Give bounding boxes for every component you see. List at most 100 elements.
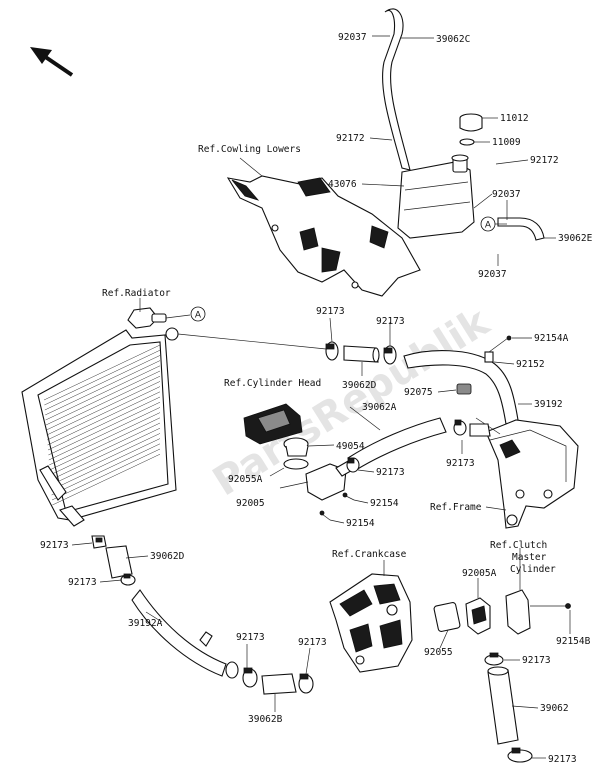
overflow-hose-39062e bbox=[497, 217, 545, 241]
label-39062d-a: 39062D bbox=[342, 380, 377, 391]
radiator-fin-line bbox=[45, 360, 161, 416]
frame-section bbox=[485, 419, 579, 529]
radiator-fin-line bbox=[44, 349, 161, 406]
ref-cowling-lowers: Ref.Cowling Lowers bbox=[198, 144, 301, 155]
hose-39062a bbox=[347, 417, 447, 471]
seal-11009 bbox=[459, 138, 475, 146]
label-92055: 92055 bbox=[424, 647, 453, 658]
radiator-fin-line bbox=[51, 438, 161, 491]
label-39062d-b: 39062D bbox=[150, 551, 185, 562]
radiator-fin-line bbox=[48, 407, 161, 461]
label-92154b: 92154B bbox=[556, 636, 591, 647]
bolt-92154 bbox=[319, 492, 355, 521]
ref-cylinder-head: Ref.Cylinder Head bbox=[224, 378, 321, 389]
hose-39062d-upper bbox=[343, 345, 380, 363]
hose-39062 bbox=[487, 666, 519, 745]
label-39062e: 39062E bbox=[558, 233, 593, 244]
clamp-92173-bottom-b bbox=[242, 667, 258, 688]
label-92154a: 92154A bbox=[534, 333, 569, 344]
label-92173-c: 92173 bbox=[446, 458, 475, 469]
radiator-fin-line bbox=[51, 443, 161, 496]
label-92154-a: 92154 bbox=[370, 498, 399, 509]
tank-cap-11012 bbox=[459, 113, 483, 132]
connector-a-radiator: A bbox=[190, 306, 206, 322]
connector-a-upper: A bbox=[480, 216, 496, 232]
radiator-fin-line bbox=[44, 355, 161, 411]
label-92152: 92152 bbox=[516, 359, 545, 370]
label-92173-b: 92173 bbox=[376, 316, 405, 327]
label-43076: 43076 bbox=[328, 179, 357, 190]
ref-clutch-line2: Master bbox=[512, 552, 547, 563]
leader-lines bbox=[71, 35, 571, 759]
fitting-92005a bbox=[465, 597, 491, 635]
label-11012: 11012 bbox=[500, 113, 529, 124]
label-39062a: 39062A bbox=[362, 402, 397, 413]
radiator-fin-line bbox=[46, 375, 161, 431]
radiator-fins bbox=[43, 344, 161, 506]
radiator-fin-line bbox=[50, 433, 161, 486]
label-11009: 11009 bbox=[492, 137, 521, 148]
o-ring-92055a bbox=[283, 458, 309, 470]
radiator-fin-line bbox=[45, 370, 161, 426]
label-49054: 49054 bbox=[336, 441, 365, 452]
clamp-92173-radiator-out bbox=[91, 535, 107, 549]
label-92173-f: 92173 bbox=[68, 577, 97, 588]
label-92173-e: 92173 bbox=[40, 540, 69, 551]
ref-frame: Ref.Frame bbox=[430, 502, 482, 513]
hose-39062b bbox=[261, 673, 297, 695]
label-92037-low: 92037 bbox=[478, 269, 507, 280]
radiator-fin-line bbox=[51, 448, 161, 501]
radiator-fin-line bbox=[48, 401, 161, 456]
gasket-92055 bbox=[433, 602, 461, 632]
radiator-fin-line bbox=[46, 381, 161, 436]
clamp-92173-upper-right bbox=[383, 345, 397, 365]
label-39192a: 39192A bbox=[128, 618, 163, 629]
clamp-92173-bottom-a bbox=[225, 661, 239, 679]
part-labels: 92037 39062C 11012 11009 92172 92172 430… bbox=[40, 32, 593, 765]
reserve-tank-43076 bbox=[397, 154, 475, 239]
hose-39062d-lower bbox=[105, 545, 133, 579]
radiator-fin-line bbox=[49, 417, 161, 471]
clamp-92173-clutch bbox=[484, 652, 504, 666]
label-92173-j: 92173 bbox=[548, 754, 577, 765]
label-92172-b: 92172 bbox=[530, 155, 559, 166]
ref-radiator: Ref.Radiator bbox=[102, 288, 171, 299]
label-39062: 39062 bbox=[540, 703, 569, 714]
hose-stub-39192 bbox=[469, 423, 491, 437]
label-92172-a: 92172 bbox=[336, 133, 365, 144]
radiator-fin-line bbox=[50, 427, 161, 481]
clamp-92173-upper-left bbox=[325, 341, 339, 361]
label-92075: 92075 bbox=[404, 387, 433, 398]
radiator-fin-line bbox=[52, 453, 161, 506]
radiator-fin-line bbox=[49, 412, 161, 466]
reserve-tank-hose-39062c bbox=[382, 8, 411, 171]
ref-clutch-line3: Cylinder bbox=[510, 564, 556, 575]
label-92005a: 92005A bbox=[462, 568, 497, 579]
hose-39192a bbox=[131, 589, 227, 677]
connector-a-upper-label: A bbox=[485, 221, 492, 231]
clamp-92173-clutch-bottom bbox=[507, 747, 533, 763]
label-92154-b: 92154 bbox=[346, 518, 375, 529]
label-92037-top: 92037 bbox=[338, 32, 367, 43]
clamp-92173-mid bbox=[346, 457, 360, 473]
label-92173-g: 92173 bbox=[236, 632, 265, 643]
clamp-92173-frame bbox=[453, 419, 467, 436]
direction-arrow-icon bbox=[30, 47, 74, 77]
label-39062b: 39062B bbox=[248, 714, 283, 725]
label-39062c: 39062C bbox=[436, 34, 470, 45]
joint-92075 bbox=[456, 383, 472, 395]
label-92055a: 92055A bbox=[228, 474, 263, 485]
connector-a-radiator-label: A bbox=[195, 311, 202, 321]
thermostat-49054 bbox=[283, 437, 309, 457]
fitting-92152 bbox=[484, 335, 512, 363]
label-92173-a: 92173 bbox=[316, 306, 345, 317]
thermostat-housing bbox=[243, 403, 303, 445]
crankcase bbox=[329, 573, 413, 673]
radiator-fin-line bbox=[47, 391, 161, 446]
radiator-fin-line bbox=[43, 344, 161, 401]
cowling-lowers-bracket bbox=[226, 175, 421, 297]
clamp-92173-bottom-c bbox=[298, 673, 314, 694]
ref-clutch-line1: Ref.Clutch bbox=[490, 540, 547, 551]
radiator-fin-line bbox=[47, 396, 161, 451]
